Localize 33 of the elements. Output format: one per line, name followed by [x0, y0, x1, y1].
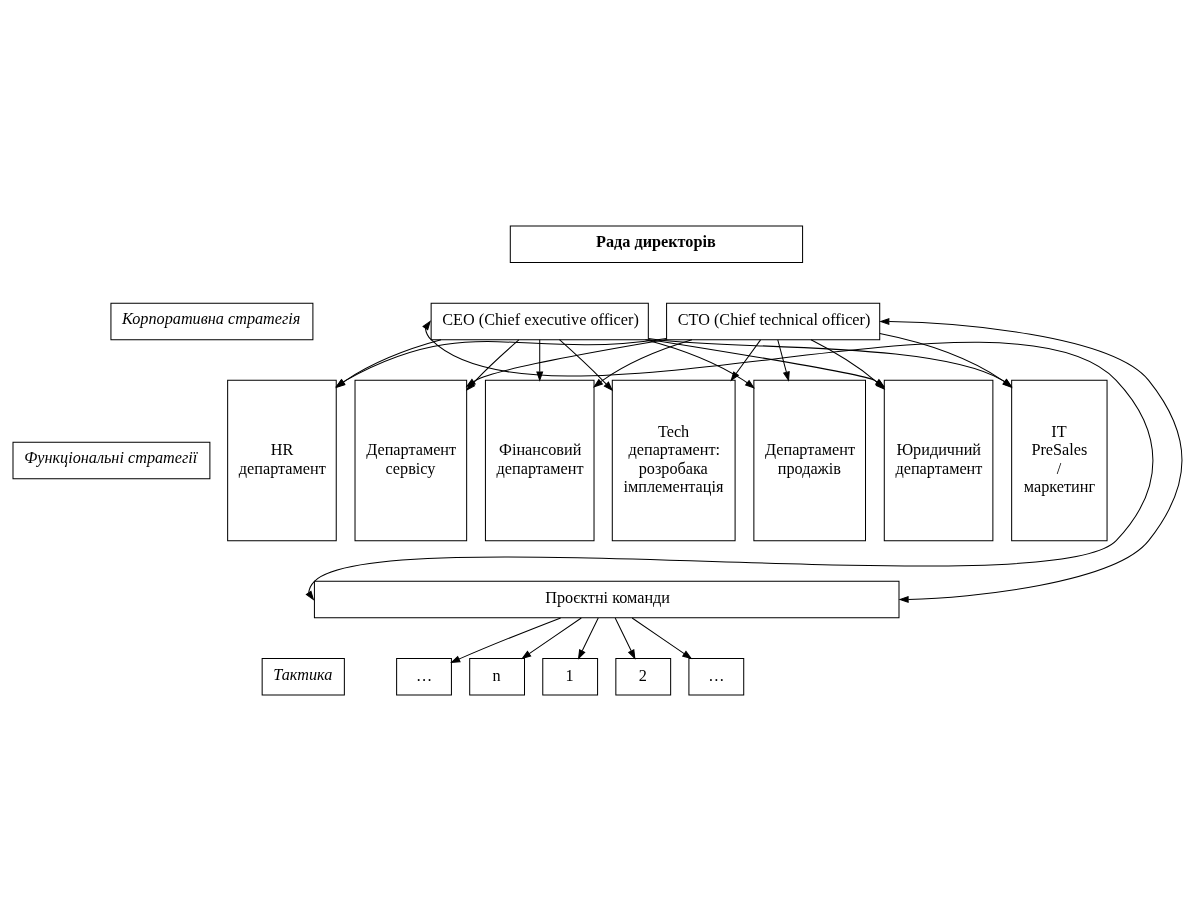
arrow [450, 617, 562, 664]
arrow [536, 339, 544, 382]
arrow [730, 339, 762, 382]
node-box: … [396, 657, 452, 696]
node-box: Корпоративна стратегія [110, 302, 314, 341]
node-box: CTO (Chief technical officer) [666, 302, 881, 341]
node-box: CEO (Chief executive officer) [430, 302, 649, 341]
node-box: Функціональні стратегії [12, 441, 211, 480]
node-box: HR департамент [227, 379, 337, 542]
node-box: 2 [615, 657, 672, 696]
arrow [593, 339, 693, 388]
node-box: Рада директорів [509, 225, 804, 264]
node-box: IT PreSales / маркетинг [1011, 379, 1108, 542]
arrow [777, 339, 790, 382]
node-box: Проєктні команди [313, 580, 900, 619]
node-box: 1 [542, 657, 599, 696]
node-box: Tech департамент: розробака імплементація [611, 379, 736, 542]
arrow [631, 617, 693, 660]
node-box: n [469, 657, 525, 696]
arrow [465, 339, 667, 388]
node-box: Департамент продажів [753, 379, 866, 542]
arrow [614, 617, 636, 660]
arrow [558, 339, 614, 392]
arrow [645, 339, 755, 389]
arrow [305, 320, 1154, 601]
node-box: Департамент сервісу [354, 379, 468, 542]
arrow [521, 617, 582, 660]
node-box: Тактика [261, 657, 345, 696]
node-box: Юридичний департамент [883, 379, 994, 542]
arrow [577, 617, 599, 660]
arrow [879, 317, 1183, 603]
node-box: … [688, 657, 745, 696]
node-box: Фінансовий департамент [484, 379, 595, 542]
